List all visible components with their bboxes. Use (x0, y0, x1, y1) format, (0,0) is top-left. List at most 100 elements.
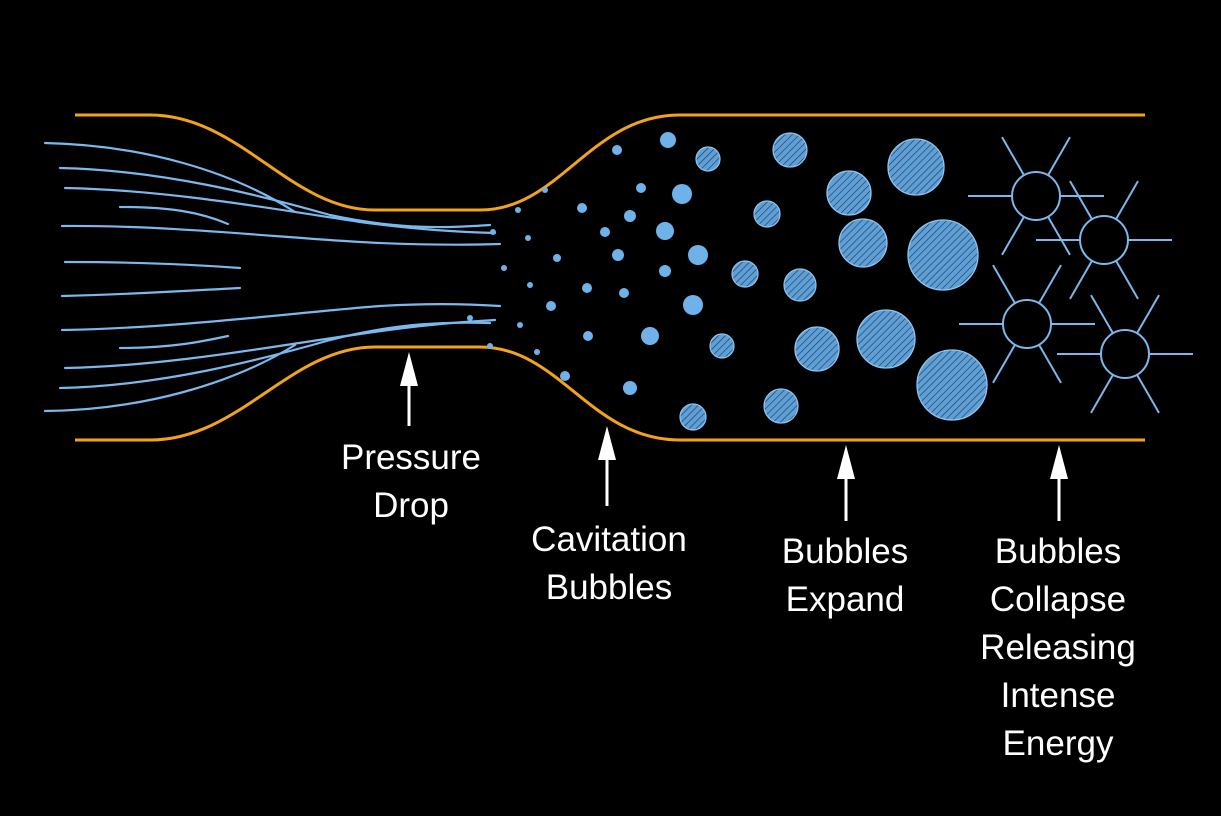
collapsing-bubble (1057, 294, 1193, 414)
bubble-outline (1079, 215, 1129, 265)
bubble (542, 187, 548, 193)
bubbles-collapse-line-1: Bubbles (994, 532, 1122, 571)
energy-ray (1069, 180, 1093, 220)
energy-ray (992, 264, 1016, 304)
arrow-head (400, 352, 418, 386)
bubble-large (856, 309, 916, 369)
bubble (660, 132, 676, 148)
bubble (763, 388, 799, 424)
bubble (583, 331, 593, 341)
energy-ray (1136, 294, 1160, 334)
bubble (623, 381, 637, 395)
bubble (636, 183, 646, 193)
energy-ray (1001, 136, 1025, 176)
bubble (612, 249, 624, 261)
bubble (553, 254, 561, 262)
bubble (659, 265, 671, 277)
bubble (619, 288, 629, 298)
bubble-outline (1002, 299, 1052, 349)
bubble (709, 333, 735, 359)
bubbles-expand-line-2: Expand (785, 580, 905, 619)
streamline (118, 205, 230, 226)
arrow-head (598, 426, 616, 460)
energy-ray (1090, 294, 1114, 334)
bubble (695, 146, 721, 172)
bubble (490, 229, 496, 235)
cavitation-bubbles-label: Cavitation Bubbles (514, 516, 704, 612)
bubble-outline (1011, 171, 1061, 221)
bubble (527, 282, 533, 288)
expand-arrow (837, 445, 855, 521)
bubble (641, 327, 659, 345)
bubbles-collapse-line-3: Releasing (980, 628, 1136, 667)
streamline (43, 343, 297, 413)
bubble-large (838, 218, 888, 268)
bubbles-collapse-label: Bubbles Collapse Releasing Intense Energ… (963, 528, 1153, 768)
bubble (546, 301, 556, 311)
bubble (679, 403, 707, 431)
streamline (118, 334, 230, 350)
bubble (772, 132, 808, 168)
energy-ray (1038, 344, 1062, 384)
cavitation-bubbles-line-1: Cavitation (531, 520, 687, 559)
pipe-bottom-wall (75, 345, 1145, 442)
collapsing-bubble (959, 264, 1095, 384)
bubble (731, 260, 759, 288)
bubble (525, 235, 531, 241)
bubble (487, 343, 493, 349)
bubble (683, 295, 703, 315)
streamline (58, 166, 492, 229)
arrows (400, 352, 1068, 521)
bubble (783, 268, 817, 302)
bubble-large (826, 170, 872, 216)
cavitation-bubbles-line-2: Bubbles (545, 568, 673, 607)
energy-ray (1136, 374, 1160, 414)
energy-ray (1038, 264, 1062, 304)
bubbles-collapse-line-5: Energy (1002, 724, 1114, 763)
streamline (58, 321, 492, 390)
bubble-outline (1100, 329, 1150, 379)
bubble-large (907, 219, 979, 291)
pipe-walls (75, 113, 1145, 442)
bubble (517, 322, 523, 328)
bubble (560, 371, 570, 381)
cavitation-arrow (598, 426, 616, 506)
bubble (753, 200, 781, 228)
collapse-arrow (1050, 445, 1068, 521)
streamline (43, 141, 297, 214)
energy-ray (1001, 216, 1025, 256)
streamline (60, 286, 242, 298)
bubbles-expand-line-1: Bubbles (781, 532, 909, 571)
bubble-large (887, 138, 945, 196)
energy-ray (1047, 136, 1071, 176)
arrow-head (837, 445, 855, 479)
collapsing-bubbles (959, 136, 1193, 414)
streamline (60, 224, 502, 246)
streamline (63, 260, 242, 270)
pressure-drop-line-1: Pressure (340, 438, 482, 477)
bubble (624, 210, 636, 222)
collapsing-bubble (1036, 180, 1172, 300)
pressure-drop-arrow (400, 352, 418, 426)
pressure-drop-line-2: Drop (373, 486, 449, 525)
bubble (688, 245, 708, 265)
energy-ray (1047, 216, 1071, 256)
pressure-drop-label: Pressure Drop (331, 434, 491, 530)
bubbles-expand-label: Bubbles Expand (765, 528, 925, 624)
bubble (672, 184, 692, 204)
bubbles-collapse-line-2: Collapse (989, 580, 1127, 619)
streamline (60, 303, 502, 332)
bubble (612, 145, 622, 155)
energy-ray (1069, 260, 1093, 300)
arrow-head (1050, 445, 1068, 479)
bubble-large (794, 326, 840, 372)
bubble-large (916, 349, 988, 421)
bubble (577, 203, 587, 213)
bubble (534, 349, 540, 355)
bubbles-collapse-line-4: Intense (1000, 676, 1116, 715)
collapsing-bubble (968, 136, 1104, 256)
bubble (582, 283, 592, 293)
streamline (63, 186, 497, 235)
energy-ray (1115, 180, 1139, 220)
